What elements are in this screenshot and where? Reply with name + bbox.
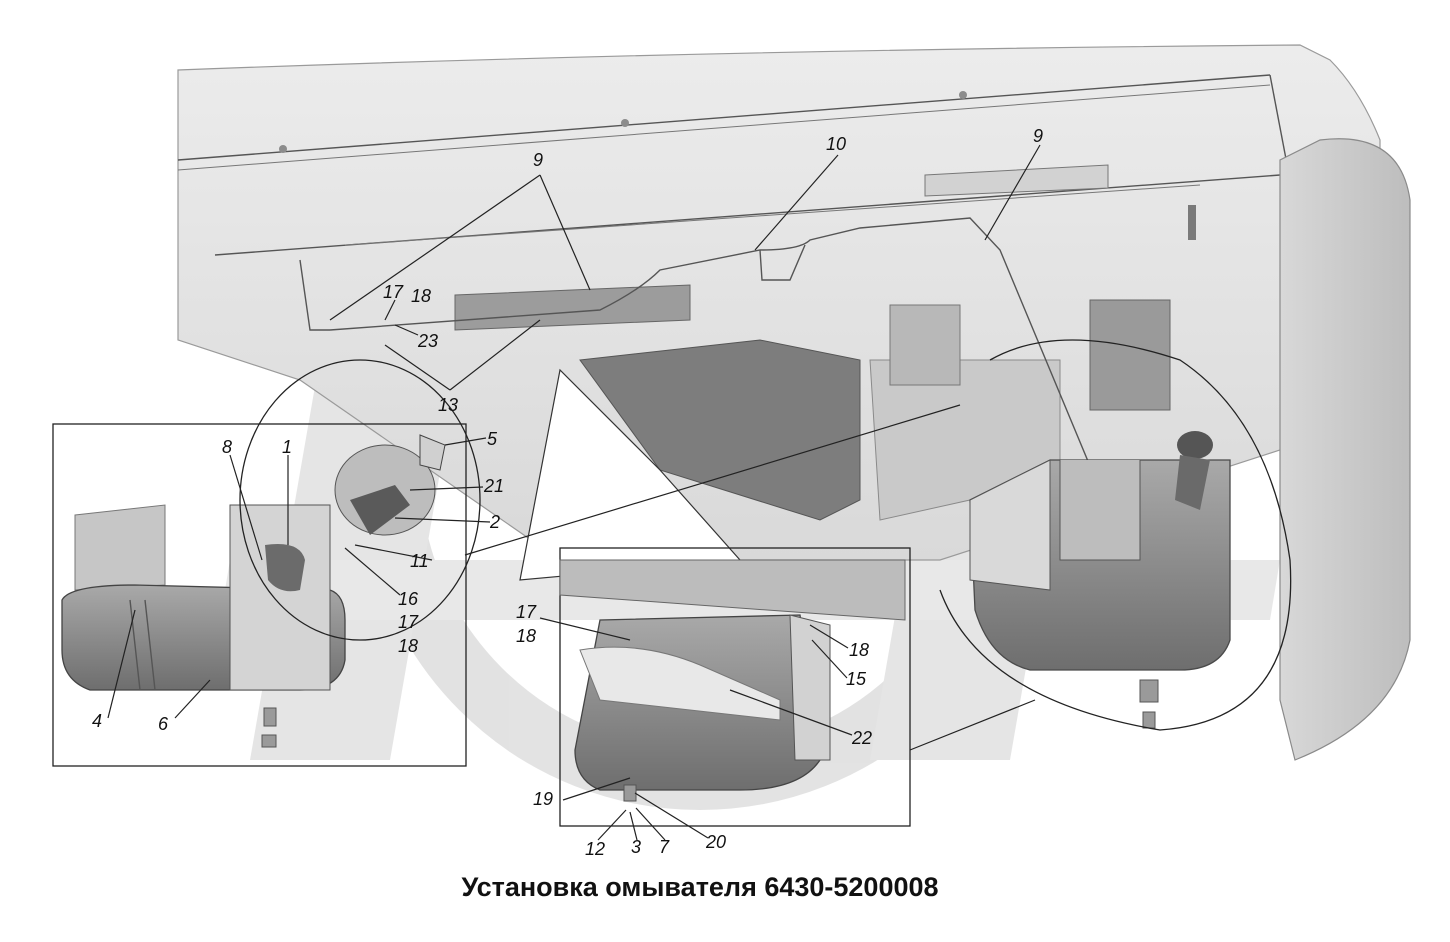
callout-10: 10: [826, 134, 846, 154]
callout-21: 21: [483, 476, 504, 496]
callout-3: 3: [631, 837, 641, 857]
callout-5: 5: [487, 429, 498, 449]
callout-13: 13: [438, 395, 458, 415]
callout-1: 1: [282, 437, 292, 457]
callout-23: 23: [417, 331, 438, 351]
callout-20: 20: [705, 832, 726, 852]
callout-18: 18: [516, 626, 536, 646]
callout-9: 9: [1033, 126, 1043, 146]
callout-19: 19: [533, 789, 553, 809]
callout-17: 17: [383, 282, 404, 302]
callout-18: 18: [411, 286, 431, 306]
washer-tank-right: [969, 431, 1231, 729]
chassis-panel: [454, 284, 1171, 581]
callout-12: 12: [585, 839, 605, 859]
callout-8: 8: [222, 437, 232, 457]
callout-15: 15: [846, 669, 867, 689]
callout-6: 6: [158, 714, 169, 734]
callout-18: 18: [849, 640, 869, 660]
callout-labels: 9 10 9 17 18 23 13 8 1 5 21 2 11 16 17 1…: [92, 126, 1043, 859]
inset-left: [52, 359, 481, 767]
callout-2: 2: [489, 512, 500, 532]
leader-lines: [107, 144, 1041, 841]
callout-17: 17: [398, 612, 419, 632]
bumper: [1279, 138, 1411, 761]
callout-4: 4: [92, 711, 102, 731]
callout-17: 17: [516, 602, 537, 622]
callout-22: 22: [851, 728, 872, 748]
callout-7: 7: [659, 837, 670, 857]
callout-9: 9: [533, 150, 543, 170]
callout-18: 18: [398, 636, 418, 656]
diagram-caption: Установка омывателя 6430-5200008: [461, 872, 939, 902]
callout-16: 16: [398, 589, 419, 609]
inset-center: [559, 547, 911, 827]
callout-11: 11: [410, 551, 429, 571]
